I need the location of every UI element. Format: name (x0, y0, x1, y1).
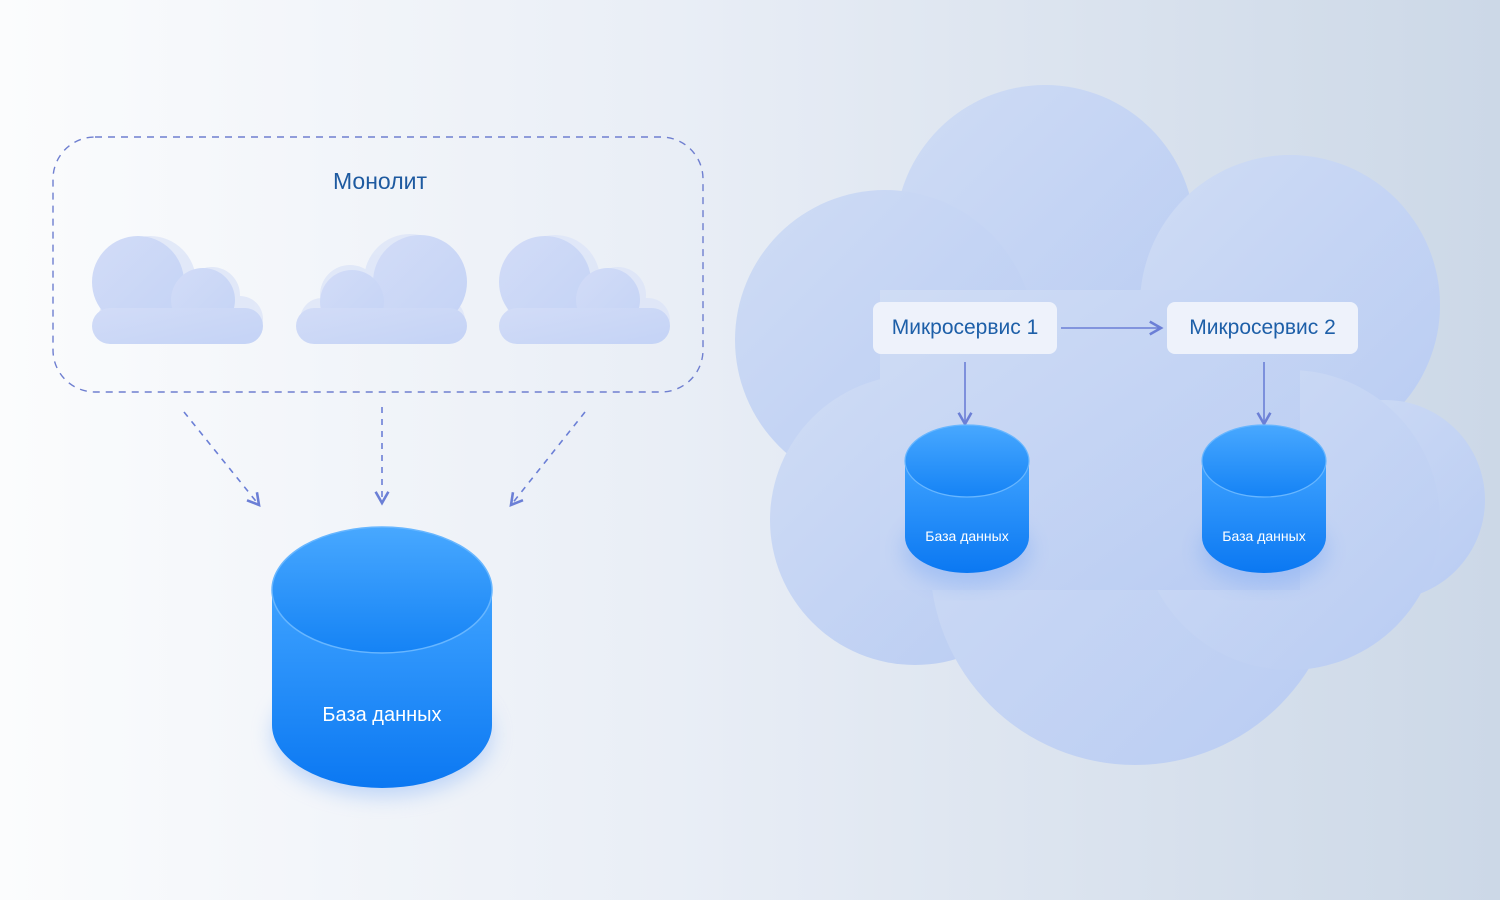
microservice-1-box: Микросервис 1 (873, 302, 1057, 354)
monolith-arrows (183, 407, 586, 508)
monolith-database-label: База данных (322, 704, 441, 726)
arrow-right (509, 411, 586, 508)
microservice-2-label: Микросервис 2 (1189, 316, 1336, 339)
microservice-2-box: Микросервис 2 (1167, 302, 1358, 354)
monolith-frame (52, 136, 704, 393)
microservice-1-label: Микросервис 1 (891, 316, 1039, 339)
microservices-cloud (735, 85, 1485, 765)
microservice-2-database (1200, 424, 1328, 586)
microservice-1-database-label: База данных (925, 528, 1008, 544)
module-cloud-3 (499, 235, 670, 344)
microservice-arrows (957, 320, 1272, 427)
monolith-database (271, 526, 493, 797)
microservice-2-database-label: База данных (1222, 528, 1305, 544)
module-cloud-2 (296, 234, 467, 344)
microservice-1-database (903, 424, 1031, 586)
monolith-title: Монолит (333, 168, 427, 194)
arrow-left (183, 411, 261, 508)
module-cloud-1 (92, 236, 263, 344)
